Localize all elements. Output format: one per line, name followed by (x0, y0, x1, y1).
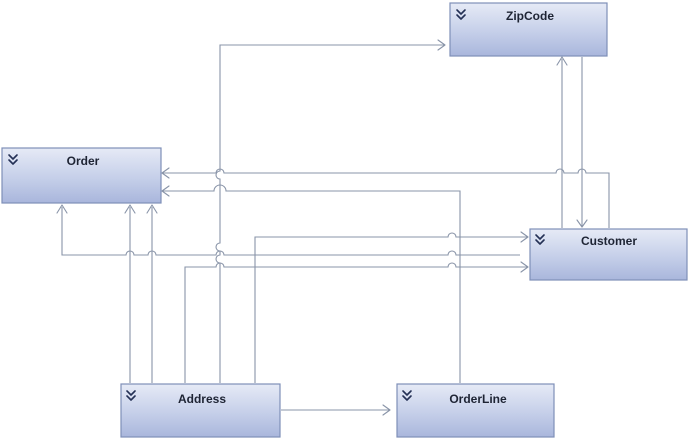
zipcode-label: ZipCode (506, 9, 554, 23)
double-chevron-down-icon[interactable] (535, 234, 545, 240)
customer-label: Customer (581, 234, 637, 248)
entity-address[interactable]: Address (120, 383, 281, 438)
arrowhead-zipcode-customer (576, 219, 588, 228)
double-chevron-down-icon[interactable] (8, 159, 18, 165)
double-chevron-down-icon[interactable] (402, 395, 412, 401)
connector-customer-order (163, 168, 610, 228)
entity-order[interactable]: Order (1, 147, 162, 204)
double-chevron-down-icon[interactable] (456, 9, 466, 15)
order-label: Order (67, 154, 100, 168)
arrowhead-address-orderline (382, 404, 391, 416)
connector-orderline-order (163, 184, 461, 383)
arrowhead-address-customer-2 (520, 231, 529, 243)
connector-address-customer-2 (254, 232, 527, 383)
double-chevron-down-icon[interactable] (126, 395, 136, 401)
connector-address-zipcode (215, 44, 444, 383)
zipcode-box[interactable] (449, 2, 608, 57)
connector-address-customer-1 (184, 262, 527, 383)
entity-customer[interactable]: Customer (529, 228, 688, 281)
double-chevron-down-icon[interactable] (8, 154, 18, 160)
orderline-label: OrderLine (449, 392, 507, 406)
double-chevron-down-icon[interactable] (126, 390, 136, 396)
arrowhead-address-order-2 (146, 204, 158, 214)
order-box[interactable] (1, 147, 162, 204)
double-chevron-down-icon[interactable] (535, 239, 545, 245)
arrowhead-customer-zipcode (556, 56, 568, 66)
double-chevron-down-icon[interactable] (456, 14, 466, 20)
arrowhead-address-order-1 (124, 204, 136, 214)
customer-box[interactable] (529, 228, 688, 281)
arrowhead-address-customer-1 (520, 261, 529, 273)
address-box[interactable] (120, 383, 281, 438)
entity-zipcode[interactable]: ZipCode (449, 2, 608, 57)
double-chevron-down-icon[interactable] (402, 390, 412, 396)
orderline-box[interactable] (396, 383, 555, 438)
address-label: Address (178, 392, 226, 406)
entity-orderline[interactable]: OrderLine (396, 383, 555, 438)
arrowhead-address-zipcode (437, 39, 446, 51)
arrowhead-orderline-order (161, 185, 170, 197)
arrowhead-order-customer (56, 204, 68, 214)
arrowhead-customer-order (161, 167, 170, 179)
connectors (56, 39, 610, 416)
connector-order-customer (61, 207, 520, 256)
